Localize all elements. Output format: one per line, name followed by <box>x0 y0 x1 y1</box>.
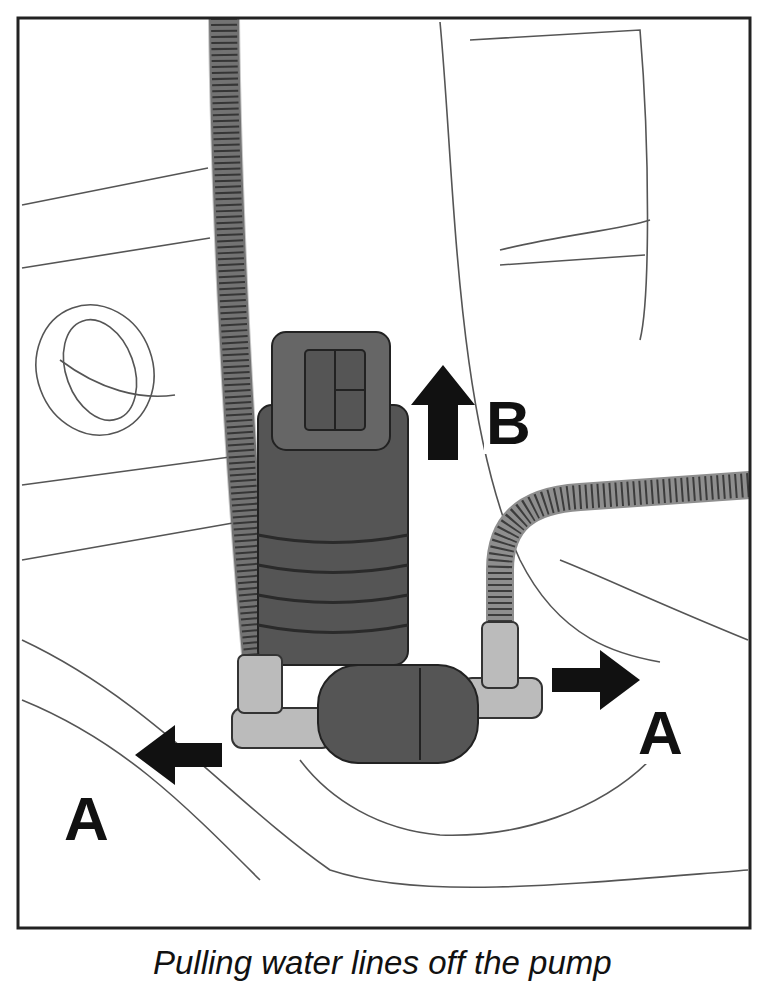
figure-caption: Pulling water lines off the pump <box>153 945 612 981</box>
callout-letter: A <box>636 702 685 764</box>
callout-letter: B <box>484 392 533 454</box>
callout-letter: A <box>62 788 111 850</box>
